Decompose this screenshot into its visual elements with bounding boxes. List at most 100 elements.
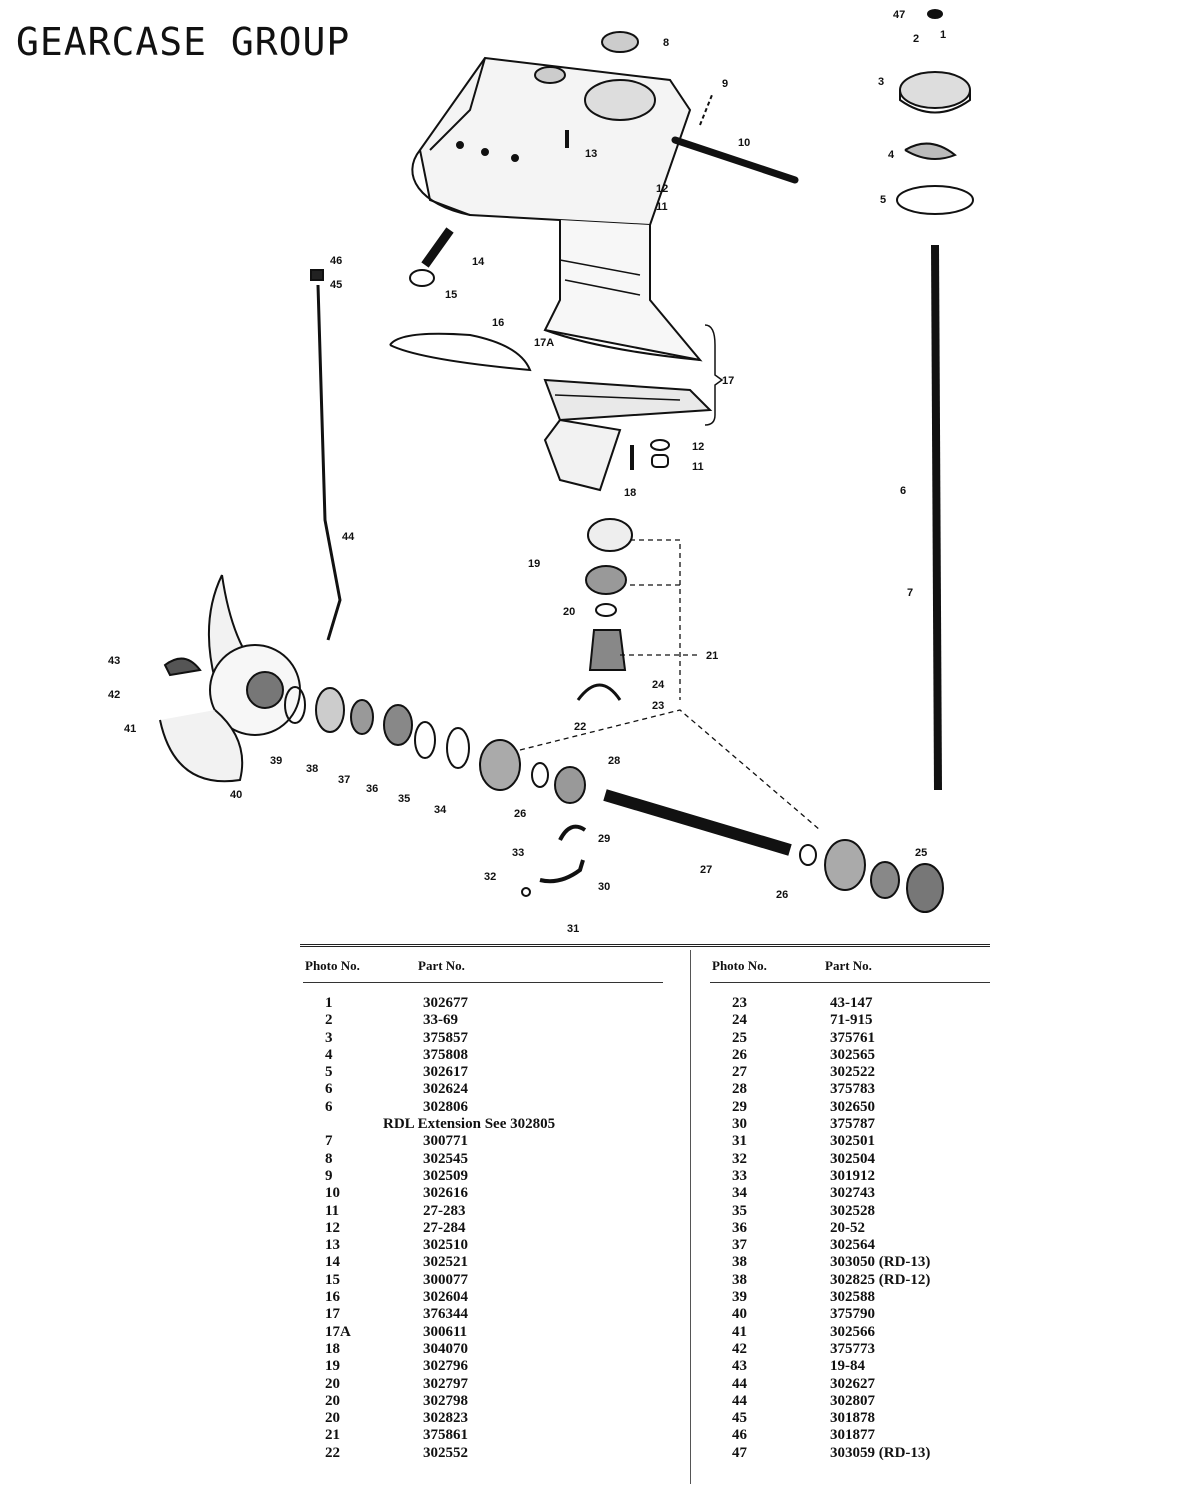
callout-label: 2 [913, 33, 919, 45]
callout-label: 5 [880, 194, 886, 206]
part-number: 302604 [423, 1289, 468, 1306]
bearing-cone [585, 565, 627, 595]
callout-label: 46 [330, 255, 342, 267]
part-number: 302650 [830, 1098, 875, 1115]
callout-label: 42 [108, 689, 120, 701]
part-no-header: Part No. [825, 958, 872, 973]
part-number: 301912 [830, 1167, 875, 1184]
callout-label: 45 [330, 279, 342, 291]
photo-number: 17 [325, 1306, 340, 1323]
part-number: 27-284 [423, 1219, 466, 1236]
callout-label: 14 [472, 256, 485, 268]
part-number: 301877 [830, 1427, 875, 1444]
photo-number: 29 [732, 1098, 747, 1115]
part-number: 302624 [423, 1081, 468, 1098]
part-number: 302823 [423, 1410, 468, 1427]
part-number: 302807 [830, 1392, 875, 1409]
callout-label: 47 [893, 9, 905, 21]
photo-number: 9 [325, 1167, 333, 1184]
callout-label: 31 [567, 923, 579, 935]
photo-number: 42 [732, 1340, 747, 1357]
part-number: 302617 [423, 1064, 468, 1081]
part-number: 302825 (RD-12) [830, 1271, 931, 1288]
callout-label: 20 [563, 606, 575, 618]
photo-number: 3 [325, 1029, 333, 1046]
photo-number: 4 [325, 1046, 333, 1063]
callout-label: 39 [270, 755, 282, 767]
column-divider [690, 950, 691, 1484]
photo-number: 22 [325, 1444, 340, 1461]
callout-label: 13 [585, 148, 597, 160]
part-number: 302588 [830, 1289, 875, 1306]
photo-no-header: Photo No. [305, 958, 360, 973]
callout-label: 21 [706, 650, 718, 662]
callout-label: 33 [512, 847, 524, 859]
photo-number: 30 [732, 1116, 747, 1133]
table-row: 19 302796 [303, 1358, 663, 1375]
pump-housing [899, 71, 971, 109]
part-number: 302510 [423, 1237, 468, 1254]
table-row: 2 33-69 [303, 1012, 663, 1029]
link-part [671, 136, 799, 184]
photo-number: 19 [325, 1358, 340, 1375]
photo-number: 1 [325, 995, 333, 1011]
callout-label: 17A [534, 337, 554, 349]
part-number: 300077 [423, 1271, 468, 1288]
propeller [159, 574, 301, 783]
part-number: 302743 [830, 1185, 875, 1202]
clutch-dog [554, 766, 586, 804]
photo-number: 38 [732, 1271, 747, 1288]
photo-number: 44 [732, 1375, 747, 1392]
part-number: 302509 [423, 1167, 468, 1184]
part-number: 302545 [423, 1150, 468, 1167]
photo-number: 2 [325, 1012, 333, 1029]
pinion-gear [588, 629, 627, 671]
callout-label: 43 [108, 655, 120, 667]
photo-number: 38 [732, 1254, 747, 1271]
exploded-parts-diagram: 47 2 1 3 4 5 8 9 10 13 12 11 14 15 16 17… [108, 9, 974, 935]
callout-label: 32 [484, 871, 496, 883]
photo-number: 16 [325, 1289, 340, 1306]
part-number: 302564 [830, 1237, 875, 1254]
bearing-25 [906, 863, 944, 913]
callout-label: 3 [878, 76, 884, 88]
callout-label: 7 [907, 587, 913, 599]
part-number: 302806 [423, 1098, 468, 1115]
callout-label: 1 [940, 29, 946, 41]
photo-number: 20 [325, 1375, 340, 1392]
part-number: 302796 [423, 1358, 468, 1375]
photo-number: 40 [732, 1306, 747, 1323]
table-row: 44 302807 [710, 1393, 990, 1410]
photo-number: 44 [732, 1392, 747, 1409]
photo-number: 45 [732, 1410, 747, 1427]
part-number: 33-69 [423, 1012, 458, 1029]
table-row: 16 302604 [303, 1289, 663, 1306]
callout-label: 26 [776, 889, 788, 901]
table-row: 9 302509 [303, 1168, 663, 1185]
drive-shaft [931, 244, 942, 791]
table-header: Photo No. Part No. [303, 958, 663, 978]
part-number: 375787 [830, 1116, 875, 1133]
photo-number: 37 [732, 1237, 747, 1254]
callout-label: 28 [608, 755, 620, 767]
part-number: 302501 [830, 1133, 875, 1150]
